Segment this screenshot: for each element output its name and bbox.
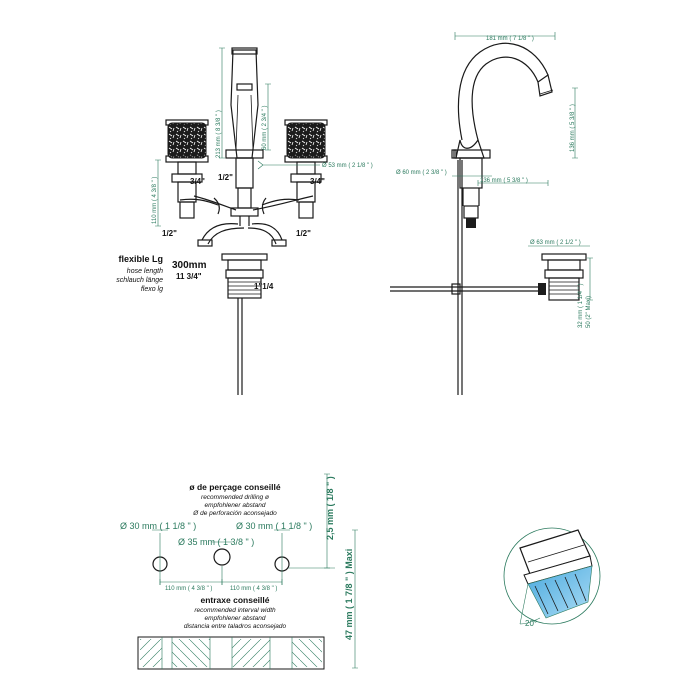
front-base-diameter: Ø 53 mm ( 2 1/8 " )	[322, 163, 373, 169]
deck-thickness-min: 2,5 mm ( 1/8 " )	[325, 476, 335, 540]
drain-thread-label: 1"1/4	[254, 282, 274, 291]
deck-section	[137, 636, 325, 670]
drilling-title-es: Ø de perforación aconsejado	[192, 510, 277, 517]
front-view	[155, 47, 328, 395]
side-drain-height: 32 mm ( 1 1/4 " )	[578, 284, 584, 328]
hose-length-title: flexible Lg	[118, 254, 163, 264]
hole-left-diameter: Ø 30 mm ( 1 1/8 " )	[120, 521, 196, 531]
interval-title-de: empfohlener abstand	[204, 615, 265, 622]
side-base-diameter: Ø 60 mm ( 2 3/8 " )	[396, 170, 447, 176]
spray-angle-label: 20°	[525, 619, 537, 628]
side-view	[390, 32, 593, 395]
thread-label-left: 3/4"	[190, 177, 205, 186]
hose-length-de: schlauch länge	[116, 277, 163, 284]
side-height-dimension: 136 mm ( 5 3/8 " )	[570, 104, 576, 152]
side-drain-diameter: Ø 63 mm ( 2 1/2 " )	[530, 240, 581, 246]
hose-length-en: hose length	[127, 268, 163, 275]
side-drain-height-max: 50 (2" Maxi)	[586, 296, 592, 328]
hose-length-es: flexo lg	[141, 286, 163, 293]
side-depth-dimension: 136 mm ( 5 3/8 " )	[480, 178, 528, 184]
thread-label-lower-right: 1/2"	[296, 229, 311, 238]
interval-title-es: distancia entre taladros aconsejado	[184, 623, 287, 630]
hose-length-inch: 11 3/4"	[176, 272, 202, 281]
hose-length-mm: 300mm	[172, 260, 207, 271]
hole-middle-diameter: Ø 35 mm ( 1 3/8 " )	[178, 537, 254, 547]
thread-label-top: 1/2"	[218, 173, 233, 182]
spray-detail	[503, 527, 601, 625]
front-spout-dimension: 60 mm ( 2 3/4 " )	[262, 106, 268, 150]
hole-right-diameter: Ø 30 mm ( 1 1/8 " )	[236, 521, 312, 531]
thread-label-lower-left: 1/2"	[162, 229, 177, 238]
drilling-holes	[152, 473, 358, 669]
thread-label-right: 3/4"	[310, 177, 325, 186]
spacing-right-dimension: 110 mm ( 4 3/8 " )	[230, 586, 277, 592]
front-valve-dimension: 110 mm ( 4 3/8 " )	[152, 177, 158, 224]
side-reach-dimension: 181 mm ( 7 1/8 " )	[486, 36, 534, 42]
drilling-title-en: recommended drilling ø	[201, 494, 269, 501]
front-height-dimension: 213 mm ( 8 3/8 " )	[216, 110, 222, 158]
deck-thickness-max: 47 mm ( 1 7/8 " ) Maxi	[344, 549, 354, 640]
drilling-title-de: empfohlener abstand	[204, 502, 265, 509]
interval-title-en: recommended interval width	[194, 607, 276, 614]
interval-title: entraxe conseillé	[201, 595, 270, 605]
drilling-title: ø de perçage conseillé	[189, 482, 280, 492]
spacing-left-dimension: 110 mm ( 4 3/8 " )	[165, 586, 212, 592]
